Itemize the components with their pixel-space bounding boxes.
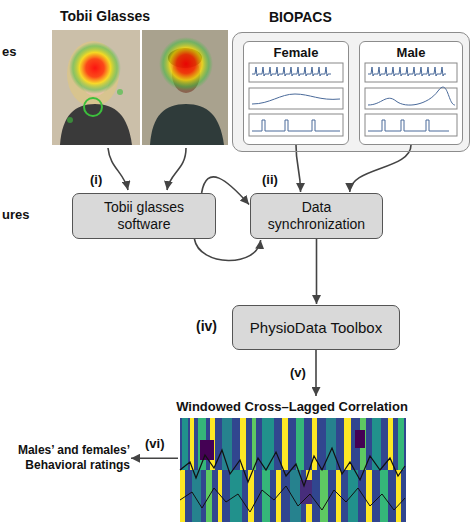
signal-traces [249,63,457,136]
correlation-heatmap-part [182,418,188,470]
node-text: Tobii glasses software [81,199,207,233]
photo-female-part [60,104,132,145]
process-box: PhysioData Toolbox [232,305,400,350]
signal-box: Male [359,41,463,145]
process-box: Tobii glasses software [72,193,216,239]
flow-arrow [194,239,260,261]
photo-arrow [108,148,186,190]
signal-traces-part [365,88,457,109]
correlation-heatmap-part [248,470,254,522]
photo-male-part [159,37,213,91]
node-text: Female [244,45,348,60]
device-panel: BIOPACSFemaleMale [232,32,470,152]
correlation-heatmap-part [396,470,401,522]
node-text: Data synchronization [259,199,374,233]
output-text: Males’ and females’ Behavioral ratings [2,441,130,475]
biopacs-panel-fill-part [359,41,463,145]
correlation-heatmap-part [296,418,304,470]
heading-text: Windowed Cross–Lagged Correlation [138,399,446,415]
correlation-heatmap-part [180,418,406,522]
signal-traces-part [252,94,340,104]
correlation-heatmap-part [326,418,336,470]
correlation-heatmap-part [320,470,328,522]
correlation-heatmap-part [276,470,281,522]
step-number: (iv) [196,318,217,334]
correlation-heatmap-part [372,418,381,470]
signal-traces-part [249,63,343,82]
correlation-heatmap [180,418,406,522]
signal-box: Female [243,41,349,145]
correlation-heatmap-part [222,418,232,470]
correlation-heatmap-part [180,448,405,486]
node-text: Males’ and females’ Behavioral ratings [2,443,130,473]
signal-traces-part [249,88,343,109]
heading-text: BIOPACS [269,9,332,25]
correlation-heatmap-part [180,470,185,522]
photo-female-part [67,117,73,123]
photo-female-part [117,89,123,95]
correlation-heatmap-part [282,418,288,470]
photo-male-part [142,30,228,145]
correlation-heatmap-part [300,480,312,504]
step-number: (v) [288,365,308,381]
signal-traces-part [365,63,457,82]
flow-arrow [315,350,317,396]
photo-female-part [69,42,121,94]
photo-female-part [52,30,140,145]
signal-traces-part [365,114,457,136]
signal-traces-part [368,67,446,76]
flow-arrow [350,145,411,192]
flow-arrow [296,145,301,192]
step-number: (ii) [262,172,278,188]
section-label: es [2,44,16,60]
correlation-heatmap-part [230,470,242,522]
photo-female [52,30,140,145]
correlation-heatmap-part [348,470,358,522]
signal-traces-part [368,120,449,131]
correlation-heatmap-part [262,418,274,470]
heatmap-figure: Windowed Cross–Lagged Correlation [178,397,406,522]
biopacs-panel-fill-part [243,41,349,145]
section-label: ures [2,207,29,223]
correlation-heatmap-part [366,470,372,522]
photo-arrow-part [108,148,128,190]
photo-male [142,30,228,145]
flow-arrow [131,457,178,459]
signal-traces-part [368,87,455,105]
process-box: Data synchronization [250,193,383,239]
correlation-heatmap-part [312,418,317,470]
signal-traces-part [249,114,343,136]
step-number: (vi) [143,436,167,452]
node-text: PhysioData Toolbox [250,319,382,337]
correlation-heatmap-part [398,418,404,470]
signal-traces-part [252,67,331,76]
node-text: Male [360,45,462,60]
step-number: (i) [90,172,102,188]
correlation-heatmap-part [252,418,256,470]
flow-arrow [316,239,318,304]
section-label: Tobii Glasses [60,8,150,24]
biopacs-panel-fill [232,32,470,152]
photo-arrow-part [167,148,186,190]
photo-female-part [84,98,102,116]
signal-traces-part [252,120,340,131]
correlation-heatmap-part [355,430,365,448]
photo-male-part [150,104,224,145]
biopacs-panel-fill-part [232,32,470,152]
correlation-heatmap-part [180,486,405,512]
